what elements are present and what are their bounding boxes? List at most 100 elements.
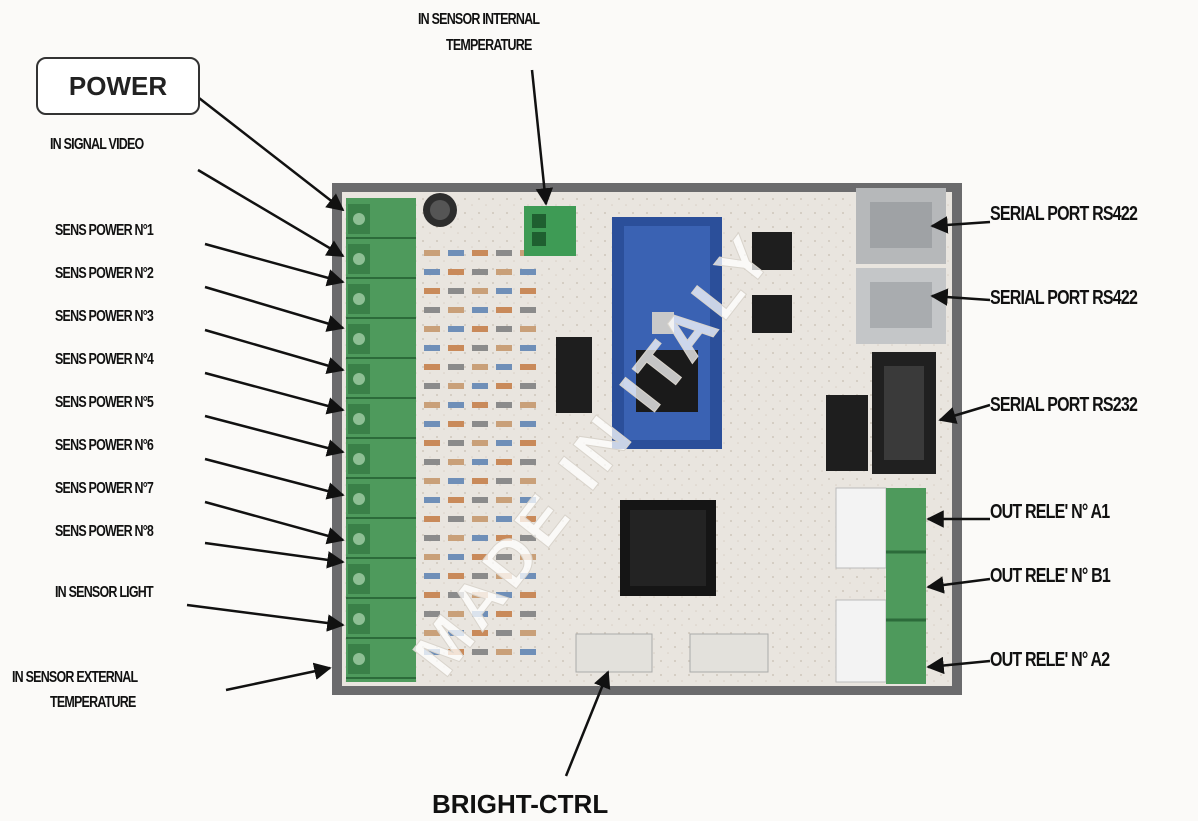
resistor bbox=[448, 383, 464, 389]
resistor bbox=[496, 421, 512, 427]
resistor bbox=[520, 592, 536, 598]
resistor bbox=[520, 459, 536, 465]
resistor bbox=[520, 516, 536, 522]
resistor bbox=[520, 345, 536, 351]
resistor bbox=[520, 630, 536, 636]
resistor bbox=[424, 535, 440, 541]
resistor bbox=[472, 250, 488, 256]
resistor bbox=[496, 364, 512, 370]
resistor bbox=[424, 554, 440, 560]
resistor bbox=[448, 554, 464, 560]
resistor bbox=[496, 383, 512, 389]
resistor bbox=[472, 269, 488, 275]
resistor bbox=[472, 402, 488, 408]
resistor bbox=[496, 288, 512, 294]
terminal-screw bbox=[346, 564, 416, 599]
resistor bbox=[520, 307, 536, 313]
internal-temp-label-line2: TEMPERATURE bbox=[446, 37, 532, 54]
resistor bbox=[472, 497, 488, 503]
resistor bbox=[472, 326, 488, 332]
sens-power-8-label: SENS POWER N°8 bbox=[55, 523, 154, 540]
resistor bbox=[448, 516, 464, 522]
resistor bbox=[496, 345, 512, 351]
resistor bbox=[472, 630, 488, 636]
resistor bbox=[472, 478, 488, 484]
resistor bbox=[520, 288, 536, 294]
resistor bbox=[520, 402, 536, 408]
resistor bbox=[496, 649, 512, 655]
resistor bbox=[448, 630, 464, 636]
resistor bbox=[520, 364, 536, 370]
resistor bbox=[520, 440, 536, 446]
ic-chip bbox=[826, 395, 868, 471]
arrow-power bbox=[198, 97, 345, 212]
resistor bbox=[448, 402, 464, 408]
resistor bbox=[448, 288, 464, 294]
relays bbox=[835, 487, 887, 683]
arrow-sens-power-6 bbox=[204, 457, 345, 500]
serial-port-2-label: SERIAL PORT RS422 bbox=[990, 287, 1138, 309]
power-label-box: POWER bbox=[36, 57, 200, 115]
resistor bbox=[424, 269, 440, 275]
left-terminal-blocks bbox=[346, 198, 416, 682]
arrow-serial-1 bbox=[930, 216, 991, 234]
arrow-sens-power-7 bbox=[204, 500, 345, 545]
resistor bbox=[424, 573, 440, 579]
resistor bbox=[424, 459, 440, 465]
resistor bbox=[448, 592, 464, 598]
sens-power-4-label: SENS POWER N°4 bbox=[55, 351, 154, 368]
ic-chip bbox=[556, 337, 592, 413]
resistor bbox=[448, 535, 464, 541]
sens-power-3-label: SENS POWER N°3 bbox=[55, 308, 154, 325]
resistor bbox=[424, 307, 440, 313]
bright-ctrl-connector bbox=[575, 633, 653, 673]
resistor bbox=[520, 383, 536, 389]
component-array bbox=[424, 250, 536, 655]
resistor bbox=[424, 383, 440, 389]
arrow-rele-a2 bbox=[926, 656, 991, 675]
arrow-external-temp bbox=[225, 662, 332, 692]
terminal-screw bbox=[346, 604, 416, 639]
resistor bbox=[496, 459, 512, 465]
resistor bbox=[424, 592, 440, 598]
resistor bbox=[424, 630, 440, 636]
callout-arrows bbox=[186, 69, 991, 777]
terminal-screw bbox=[346, 364, 416, 399]
resistor bbox=[424, 421, 440, 427]
terminal-screw bbox=[346, 444, 416, 479]
external-temp-label-line1: IN SENSOR EXTERNAL bbox=[12, 669, 138, 686]
resistor bbox=[424, 288, 440, 294]
resistor bbox=[472, 421, 488, 427]
resistor bbox=[472, 459, 488, 465]
resistor bbox=[472, 535, 488, 541]
resistor bbox=[496, 497, 512, 503]
resistor bbox=[424, 364, 440, 370]
internal-temp-connector bbox=[524, 206, 576, 256]
arrow-in-sensor-light bbox=[186, 603, 345, 632]
resistor bbox=[472, 592, 488, 598]
resistor bbox=[448, 497, 464, 503]
arrow-sens-power-5 bbox=[204, 414, 345, 457]
arrow-sens-power-2 bbox=[204, 285, 345, 332]
sens-power-2-label: SENS POWER N°2 bbox=[55, 265, 154, 282]
resistor bbox=[520, 421, 536, 427]
resistor bbox=[496, 573, 512, 579]
resistor bbox=[496, 478, 512, 484]
resistor bbox=[520, 326, 536, 332]
arrow-rele-b1 bbox=[926, 576, 991, 594]
serial-port-3-label: SERIAL PORT RS232 bbox=[990, 394, 1138, 416]
sens-power-7-label: SENS POWER N°7 bbox=[55, 480, 154, 497]
resistor bbox=[472, 288, 488, 294]
terminal-screw bbox=[346, 644, 416, 679]
resistor bbox=[472, 345, 488, 351]
ic-chip bbox=[752, 295, 792, 333]
resistor bbox=[496, 554, 512, 560]
resistor bbox=[472, 516, 488, 522]
resistor bbox=[496, 307, 512, 313]
microcontroller-module bbox=[612, 217, 722, 449]
resistor bbox=[424, 402, 440, 408]
resistor bbox=[496, 630, 512, 636]
terminal-screw bbox=[346, 244, 416, 279]
resistor bbox=[448, 345, 464, 351]
